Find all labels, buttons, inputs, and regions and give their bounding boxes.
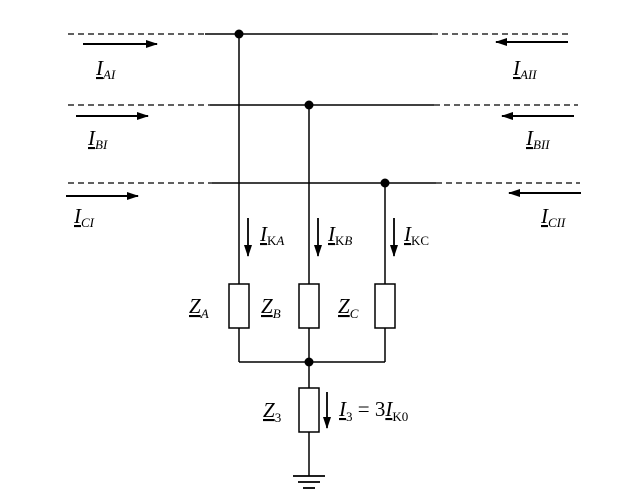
label-current-ai: IAI: [95, 56, 116, 82]
label-current-bii: IBII: [525, 126, 550, 152]
label-ground-current: I3 = 3IK0: [338, 397, 408, 424]
label-impedance-a: ZA: [189, 294, 209, 321]
label-current-ci: ICI: [73, 204, 95, 230]
impedance-box-c: [374, 283, 396, 329]
impedance-box-a: [228, 283, 250, 329]
label-current-aii: IAII: [512, 56, 537, 82]
impedance-box-ground: [298, 387, 320, 433]
label-fault-current-b: IKB: [327, 222, 352, 248]
impedance-box-b: [298, 283, 320, 329]
label-fault-current-c: IKC: [403, 222, 429, 248]
label-fault-current-a: IKA: [259, 222, 284, 248]
label-impedance-c: ZC: [338, 294, 359, 321]
ground-symbol-icon: [293, 475, 325, 489]
label-current-bi: IBI: [87, 126, 108, 152]
neutral-bus: [238, 328, 386, 363]
label-impedance-b: ZB: [261, 294, 281, 321]
label-current-cii: ICII: [540, 204, 566, 230]
label-impedance-ground: Z3: [263, 398, 281, 425]
